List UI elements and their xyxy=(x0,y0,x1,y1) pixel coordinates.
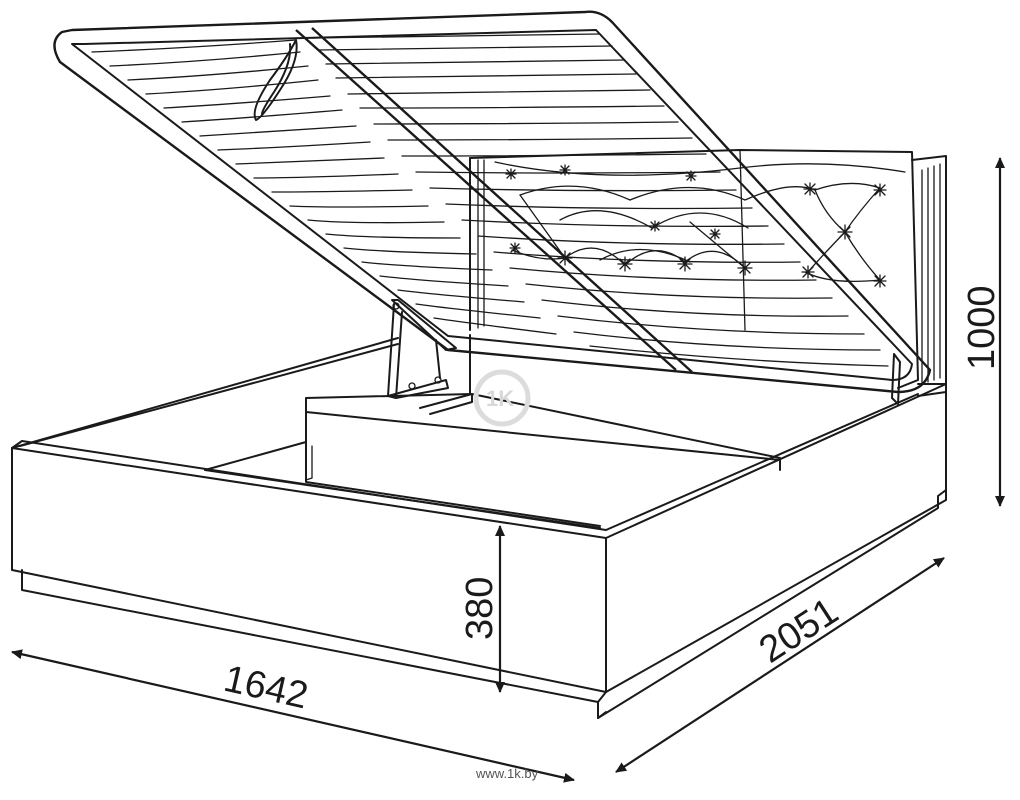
watermark-logo: 1K xyxy=(473,369,531,427)
watermark-url: www.1k.by xyxy=(475,766,539,781)
dimension-length: 2051 xyxy=(615,557,945,773)
bed-base xyxy=(11,334,947,719)
gas-lift xyxy=(387,299,457,399)
headboard xyxy=(469,149,947,397)
dimension-width: 1642 xyxy=(11,649,575,783)
frame-height-label: 380 xyxy=(459,577,501,640)
total-height-label: 1000 xyxy=(961,285,1003,370)
dimension-total-height: 1000 xyxy=(961,157,1005,507)
dimension-frame-height: 380 xyxy=(459,525,505,693)
headboard-pilaster xyxy=(911,155,947,397)
lift-strap xyxy=(253,39,298,121)
lift-frame xyxy=(53,10,932,405)
width-label: 1642 xyxy=(220,658,312,718)
tufting-buttons xyxy=(505,164,887,288)
svg-text:1K: 1K xyxy=(486,386,514,411)
